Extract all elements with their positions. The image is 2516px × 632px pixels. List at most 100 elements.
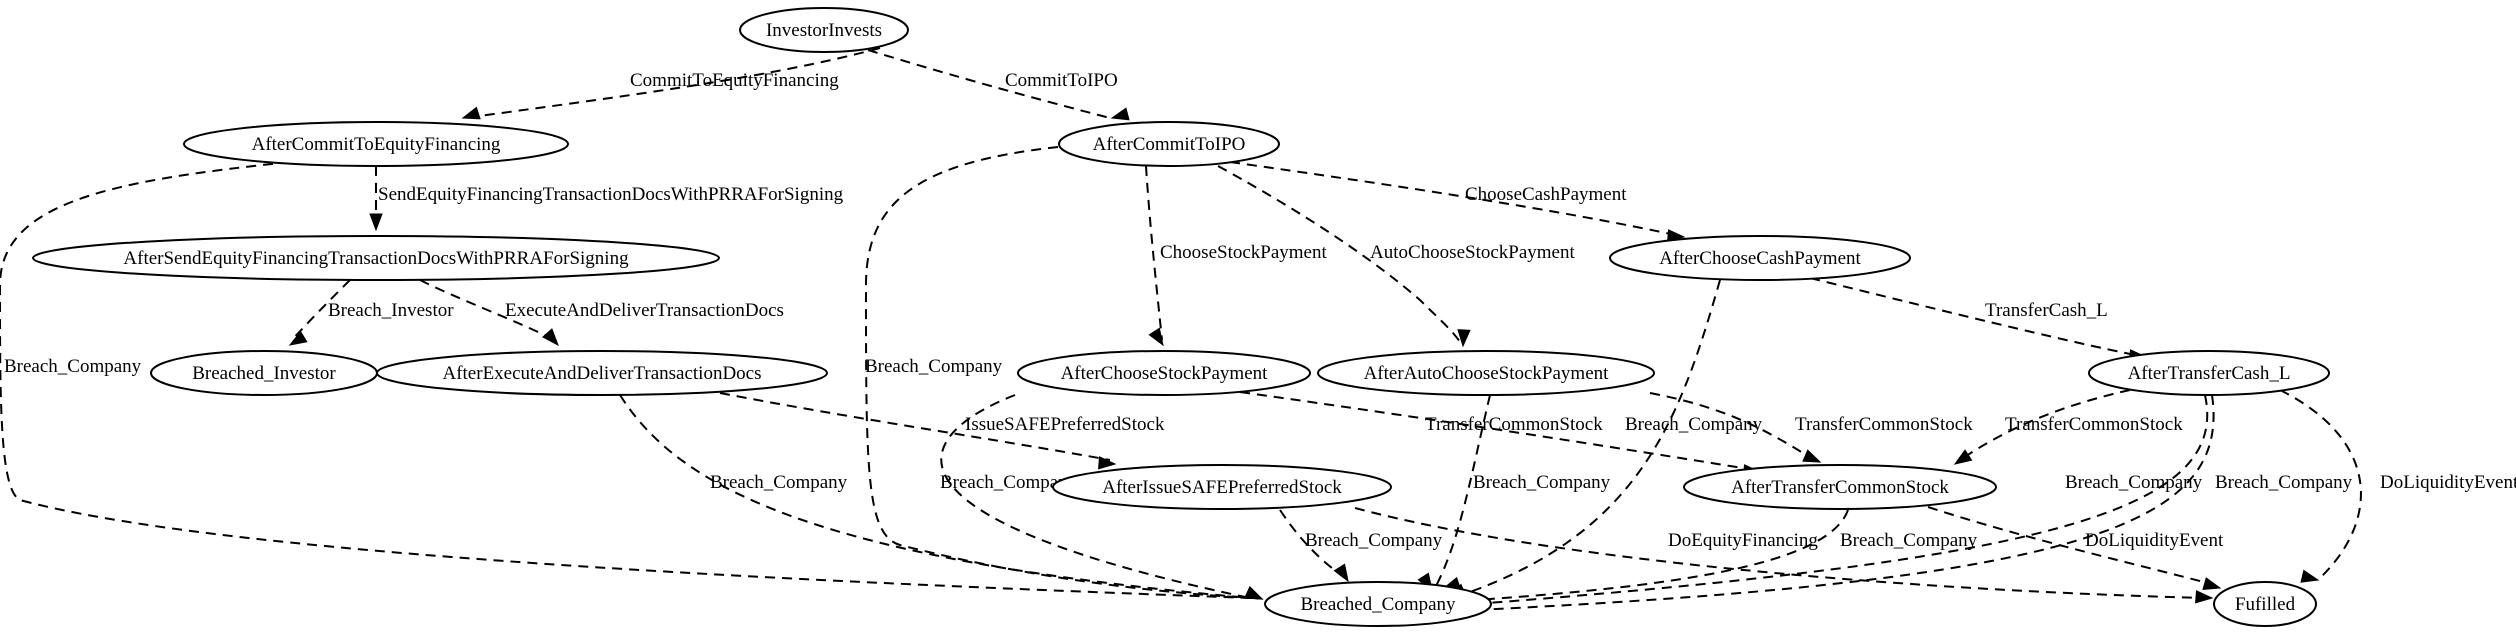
- edge-line: [1649, 392, 1816, 461]
- node-ellipse: [1052, 464, 1392, 510]
- node-ellipse: [739, 7, 909, 53]
- edge-line: [1217, 165, 1461, 343]
- edge-line: [1959, 389, 2131, 461]
- arrowhead-icon: [2202, 577, 2222, 591]
- edge-line: [1229, 161, 1681, 237]
- node-layer: InvestorInvestsAfterCommitToEquityFinanc…: [32, 7, 2330, 627]
- edge-label: IssueSAFEPreferredStock: [965, 414, 1165, 435]
- arrowhead-icon: [1333, 563, 1349, 583]
- edge-line: [1927, 506, 2216, 586]
- edge-afterchoosestockpayment-to-breached-company: Breach_Company: [940, 394, 1264, 600]
- arrowhead-icon: [2195, 590, 2214, 604]
- edge-aftersendequityfinancingtransactiondocswithprraforsigning-to-breached-investor: Breach_Investor: [288, 279, 454, 346]
- edge-investorinvests-to-aftercommittoequityfinancing: CommitToEquityFinancing: [461, 47, 881, 120]
- node-afterissuesafepreferredstock: AfterIssueSAFEPreferredStock: [1052, 464, 1392, 510]
- edge-aftercommittoipo-to-afterchoosestockpayment: ChooseStockPayment: [1145, 165, 1327, 347]
- arrowhead-icon: [461, 106, 481, 120]
- edge-aftertransfercommonstock-to-fufilled: DoLiquidityEvent: [1927, 506, 2224, 591]
- edge-line: [2279, 389, 2362, 579]
- edge-label: Breach_Investor: [328, 300, 454, 321]
- edge-line: [1354, 507, 2206, 599]
- edge-label: Breach_Company: [1473, 472, 1611, 493]
- edge-label: Breach_Company: [2065, 472, 2203, 493]
- edge-label: Breach_Company: [4, 356, 142, 377]
- node-afterautochoosestockpayment: AfterAutoChooseStockPayment: [1317, 350, 1655, 396]
- edge-label: TransferCash_L: [1985, 300, 2108, 321]
- edge-label: Breach_Company: [865, 356, 1003, 377]
- edge-line: [864, 146, 1251, 599]
- edge-line: [719, 392, 1111, 461]
- node-ellipse: [1609, 235, 1911, 281]
- edge-line: [619, 394, 1251, 599]
- node-label: AfterCommitToIPO: [1093, 134, 1246, 155]
- edge-label: ChooseCashPayment: [1465, 184, 1627, 205]
- edge-afterissuesafepreferredstock-to-fufilled: DoEquityFinancing: [1354, 507, 2214, 604]
- node-fufilled: Fufilled: [2213, 581, 2317, 627]
- node-afterexecuteanddelivertransactiondocs: AfterExecuteAndDeliverTransactionDocs: [376, 350, 828, 396]
- node-breached-investor: Breached_Investor: [150, 350, 378, 396]
- edge-label: Breach_Company: [940, 472, 1078, 493]
- arrowhead-icon: [542, 328, 559, 347]
- edge-aftertransfercash-l-to-aftertransfercommonstock: TransferCommonStock: [1953, 389, 2183, 465]
- edge-line: [1474, 394, 2215, 611]
- node-afterchoosestockpayment: AfterChooseStockPayment: [1017, 350, 1311, 396]
- edge-label: ExecuteAndDeliverTransactionDocs: [505, 300, 784, 321]
- arrowhead-icon: [1953, 449, 1973, 465]
- edge-line: [1474, 394, 2209, 605]
- node-ellipse: [32, 235, 720, 281]
- edge-label: SendEquityFinancingTransactionDocsWithPR…: [378, 184, 844, 205]
- arrowhead-icon: [1148, 327, 1164, 347]
- edge-aftercommittoequityfinancing-to-aftersendequityfinancingtransactiondocswithprraforsigning: SendEquityFinancingTransactionDocsWithPR…: [369, 166, 844, 232]
- node-label: AfterTransferCommonStock: [1731, 477, 1949, 498]
- node-ellipse: [2213, 581, 2317, 627]
- edge-label: TransferCommonStock: [1425, 414, 1603, 435]
- node-ellipse: [1683, 464, 1997, 510]
- arrowhead-icon: [2300, 569, 2320, 583]
- edge-label: TransferCommonStock: [1795, 414, 1973, 435]
- node-ellipse: [376, 350, 828, 396]
- edge-line: [1809, 277, 2141, 357]
- arrowhead-icon: [288, 330, 308, 346]
- node-label: InvestorInvests: [766, 20, 882, 41]
- edge-label: CommitToEquityFinancing: [630, 70, 839, 91]
- edge-line: [419, 279, 556, 341]
- arrowhead-icon: [1802, 449, 1822, 463]
- edge-label: Breach_Company: [2215, 472, 2353, 493]
- edge-aftercommittoipo-to-afterchoosecashpayment: ChooseCashPayment: [1229, 161, 1686, 243]
- edge-line: [0, 161, 1251, 599]
- node-aftercommittoequityfinancing: AfterCommitToEquityFinancing: [183, 121, 569, 167]
- edge-line: [291, 279, 351, 341]
- edge-line: [1145, 165, 1163, 341]
- node-label: Breached_Investor: [192, 363, 336, 384]
- node-ellipse: [1264, 581, 1492, 627]
- edge-line: [1239, 391, 1756, 471]
- node-afterchoosecashpayment: AfterChooseCashPayment: [1609, 235, 1911, 281]
- node-label: AfterChooseStockPayment: [1061, 363, 1269, 384]
- arrowhead-icon: [1244, 586, 1264, 600]
- edge-label: Breach_Company: [1625, 414, 1763, 435]
- edge-aftersendequityfinancingtransactiondocswithprraforsigning-to-afterexecuteanddelivertransactiondocs: ExecuteAndDeliverTransactionDocs: [419, 279, 784, 347]
- node-label: AfterAutoChooseStockPayment: [1364, 363, 1610, 384]
- edge-aftertransfercash-l-to-fufilled: DoLiquidityEvent: [2279, 389, 2516, 583]
- edge-label: AutoChooseStockPayment: [1370, 242, 1575, 263]
- edge-line: [1469, 279, 1721, 593]
- edge-label: Breach_Company: [1840, 530, 1978, 551]
- node-label: AfterIssueSAFEPreferredStock: [1102, 477, 1342, 498]
- node-ellipse: [1058, 121, 1280, 167]
- node-ellipse: [2088, 350, 2330, 396]
- edge-label: DoEquityFinancing: [1668, 530, 1818, 551]
- node-aftersendequityfinancingtransactiondocswithprraforsigning: AfterSendEquityFinancingTransactionDocsW…: [32, 235, 720, 281]
- arrowhead-icon: [1110, 107, 1130, 121]
- arrowhead-icon: [369, 213, 383, 232]
- edge-label: DoLiquidityEvent: [2380, 472, 2516, 493]
- edge-afterexecuteanddelivertransactiondocs-to-afterissuesafepreferredstock: IssueSAFEPreferredStock: [719, 392, 1165, 470]
- node-label: AfterCommitToEquityFinancing: [252, 134, 501, 155]
- node-aftercommittoipo: AfterCommitToIPO: [1058, 121, 1280, 167]
- edge-afterissuesafepreferredstock-to-breached-company: Breach_Company: [1279, 509, 1443, 583]
- node-aftertransfercommonstock: AfterTransferCommonStock: [1683, 464, 1997, 510]
- edge-line: [1474, 509, 1849, 601]
- node-investorinvests: InvestorInvests: [739, 7, 909, 53]
